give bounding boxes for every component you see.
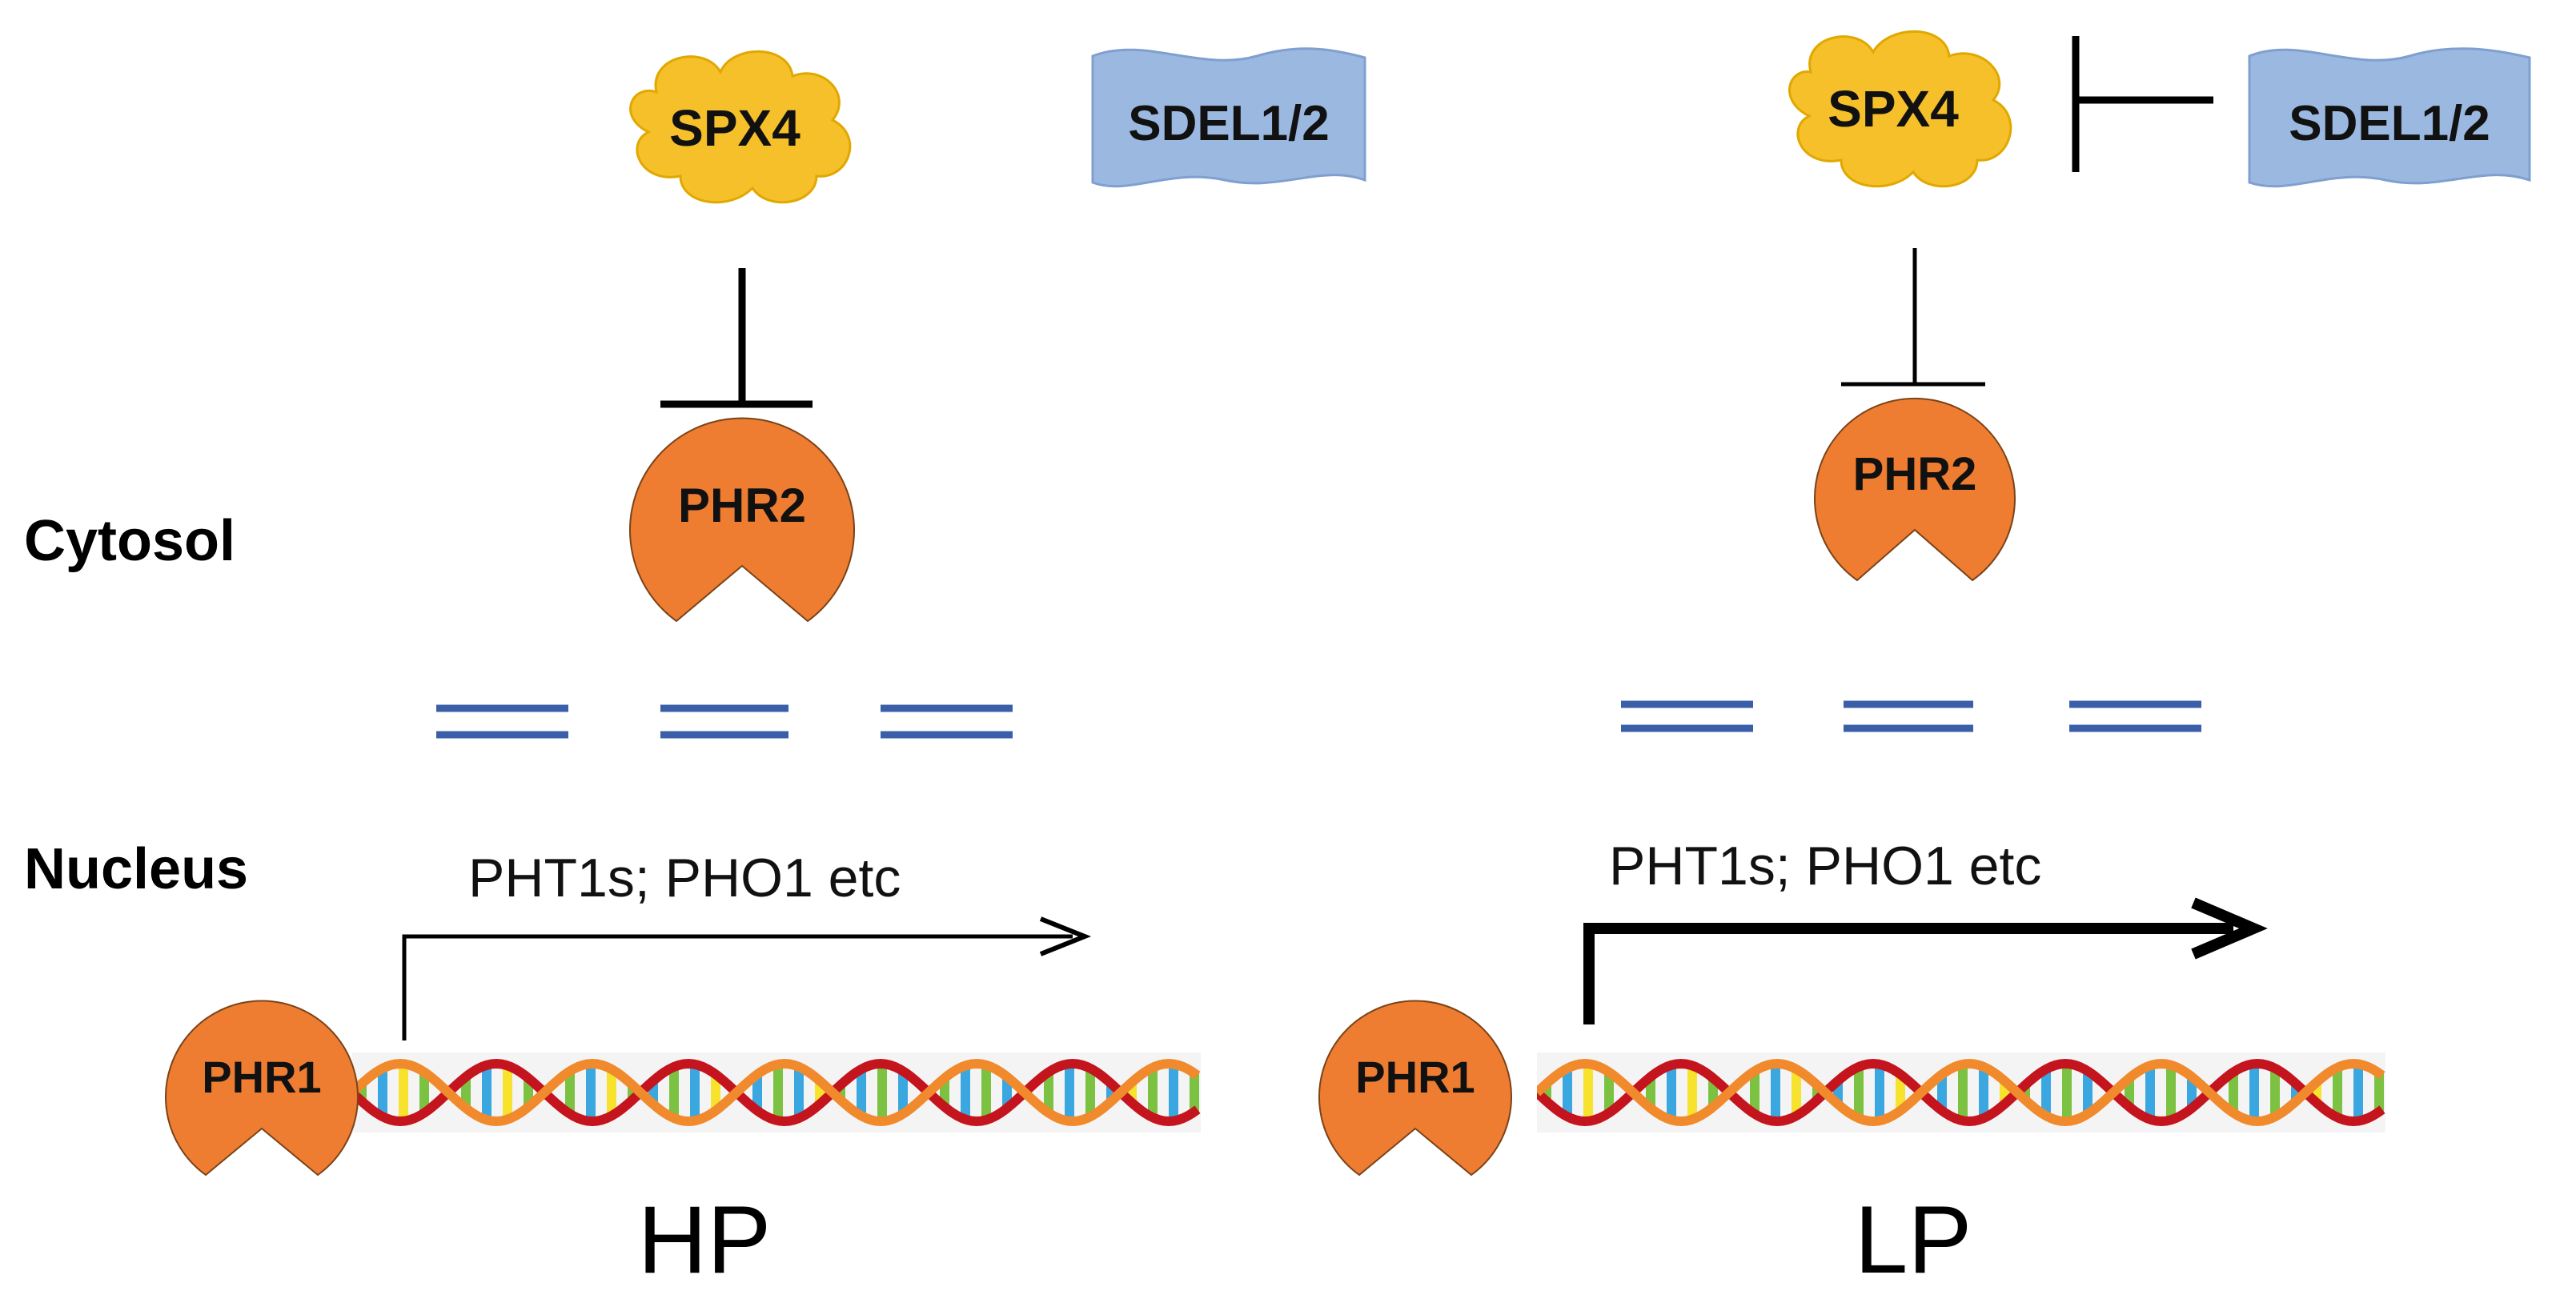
phr2-shape [629, 417, 855, 623]
target-genes-label-lp: PHT1s; PHO1 etc [1609, 836, 2041, 896]
dna-base-pair [2249, 1064, 2259, 1121]
spx4-cloud-shape [629, 50, 852, 204]
dna-base-pair [1667, 1064, 1676, 1121]
dna-base-pair [1958, 1064, 1968, 1121]
phr2-shape [1814, 397, 2016, 582]
dna-base-pair [773, 1064, 783, 1121]
dna-helix-lp [1537, 1052, 2385, 1133]
nuclear-membrane-lp [1621, 700, 2201, 732]
lp-panel: SPX4 SDEL1/2 PHR2 PHT1s; PHO1 [1318, 30, 2531, 1293]
dna-base-pair [503, 1065, 512, 1120]
dna-base-pair [1854, 1066, 1864, 1119]
sdel-wavy-shape [2248, 47, 2531, 188]
dna-base-pair [1065, 1064, 1074, 1121]
dna-helix-hp [352, 1052, 1201, 1133]
inhibition-arrow-hp [660, 268, 813, 408]
dna-base-pair [877, 1064, 887, 1121]
phr1-label-lp: PHR1 [1355, 1052, 1475, 1102]
nuclear-membrane-hp [436, 704, 1013, 739]
condition-label-lp: LP [1855, 1186, 1972, 1293]
dna-base-pair [2353, 1064, 2363, 1121]
condition-label-hp: HP [638, 1186, 772, 1293]
dna-base-pair [1687, 1065, 1697, 1120]
dna-base-pair [961, 1065, 970, 1120]
dna-base-pair [2270, 1068, 2280, 1117]
dna-base-pair [2145, 1065, 2155, 1120]
dna-base-pair [1148, 1067, 1158, 1118]
dna-base-pair [1979, 1066, 1988, 1119]
spx4-cloud-shape [1788, 30, 2012, 188]
dna-base-pair [752, 1074, 762, 1111]
phr1-label-hp: PHR1 [202, 1052, 321, 1102]
dna-base-pair [1563, 1068, 1572, 1117]
dna-base-pair [2041, 1068, 2051, 1117]
dna-base-pair [2062, 1064, 2072, 1121]
dna-base-pair [2374, 1072, 2384, 1113]
dna-base-pair [586, 1064, 596, 1121]
phr2-protein-lp: PHR2 [1814, 397, 2016, 582]
inhibition-arrow-lp [1841, 248, 1985, 387]
dna-base-pair [419, 1072, 429, 1113]
phr2-protein-hp: PHR2 [629, 417, 855, 623]
target-genes-label-hp: PHT1s; PHO1 etc [468, 848, 901, 908]
dna-base-pair [607, 1068, 616, 1117]
sdel-label-lp: SDEL1/2 [2289, 96, 2490, 151]
dna-base-pair [2333, 1067, 2342, 1118]
dna-base-pair [1896, 1074, 1905, 1111]
dna-base-pair [1085, 1068, 1095, 1117]
dna-base-pair [794, 1066, 804, 1119]
dna-base-pair [1750, 1071, 1759, 1114]
dna-base-pair [2166, 1064, 2176, 1121]
dna-base-pair [482, 1064, 492, 1121]
dna-base-pair [1044, 1072, 1053, 1113]
dna-base-pair [565, 1071, 575, 1114]
phr2-label-hp: PHR2 [678, 479, 806, 532]
dna-base-pair [1771, 1064, 1780, 1121]
spx4-label-lp: SPX4 [1828, 80, 1959, 138]
sdel-wavy-shape [1091, 47, 1366, 188]
dna-base-pair [711, 1074, 720, 1111]
phr1-protein-hp: PHR1 [165, 1000, 359, 1177]
phr1-protein-lp: PHR1 [1318, 1000, 1512, 1177]
dna-base-pair [1190, 1072, 1199, 1113]
hp-panel: SPX4 SDEL1/2 PHR2 PHT1s; PHO1 etc [165, 47, 1366, 1293]
spx4-label-hp: SPX4 [669, 99, 800, 157]
dna-base-pair [2083, 1071, 2092, 1114]
dna-base-pair [399, 1064, 408, 1121]
nucleus-label: Nucleus [24, 837, 248, 901]
dna-base-pair [1604, 1072, 1614, 1113]
dna-base-pair [2229, 1072, 2238, 1113]
sdel-inhibits-spx4-arrow [2072, 36, 2213, 172]
dna-base-pair [1937, 1074, 1947, 1111]
spx4-protein-lp: SPX4 [1788, 30, 2012, 188]
dna-base-pair [1875, 1064, 1884, 1121]
dna-base-pair [857, 1068, 866, 1117]
phr1-shape [1318, 1000, 1512, 1177]
sdel-protein-lp: SDEL1/2 [2248, 47, 2531, 188]
phr2-label-lp: PHR2 [1853, 448, 1977, 500]
sdel-protein-hp: SDEL1/2 [1091, 47, 1366, 188]
transcription-arrow-hp [402, 916, 1092, 1040]
dna-base-pair [1792, 1068, 1801, 1117]
dna-base-pair [1583, 1064, 1593, 1121]
phr1-shape [165, 1000, 359, 1177]
sdel-label-hp: SDEL1/2 [1128, 96, 1330, 151]
transcription-arrow-lp [1583, 897, 2268, 1024]
spx4-protein-hp: SPX4 [629, 50, 852, 204]
dna-base-pair [378, 1068, 387, 1117]
dna-base-pair [898, 1071, 908, 1114]
dna-base-pair [669, 1066, 679, 1119]
cytosol-label: Cytosol [24, 509, 235, 573]
dna-base-pair [981, 1064, 991, 1121]
dna-base-pair [1169, 1064, 1178, 1121]
dna-base-pair [690, 1064, 700, 1121]
